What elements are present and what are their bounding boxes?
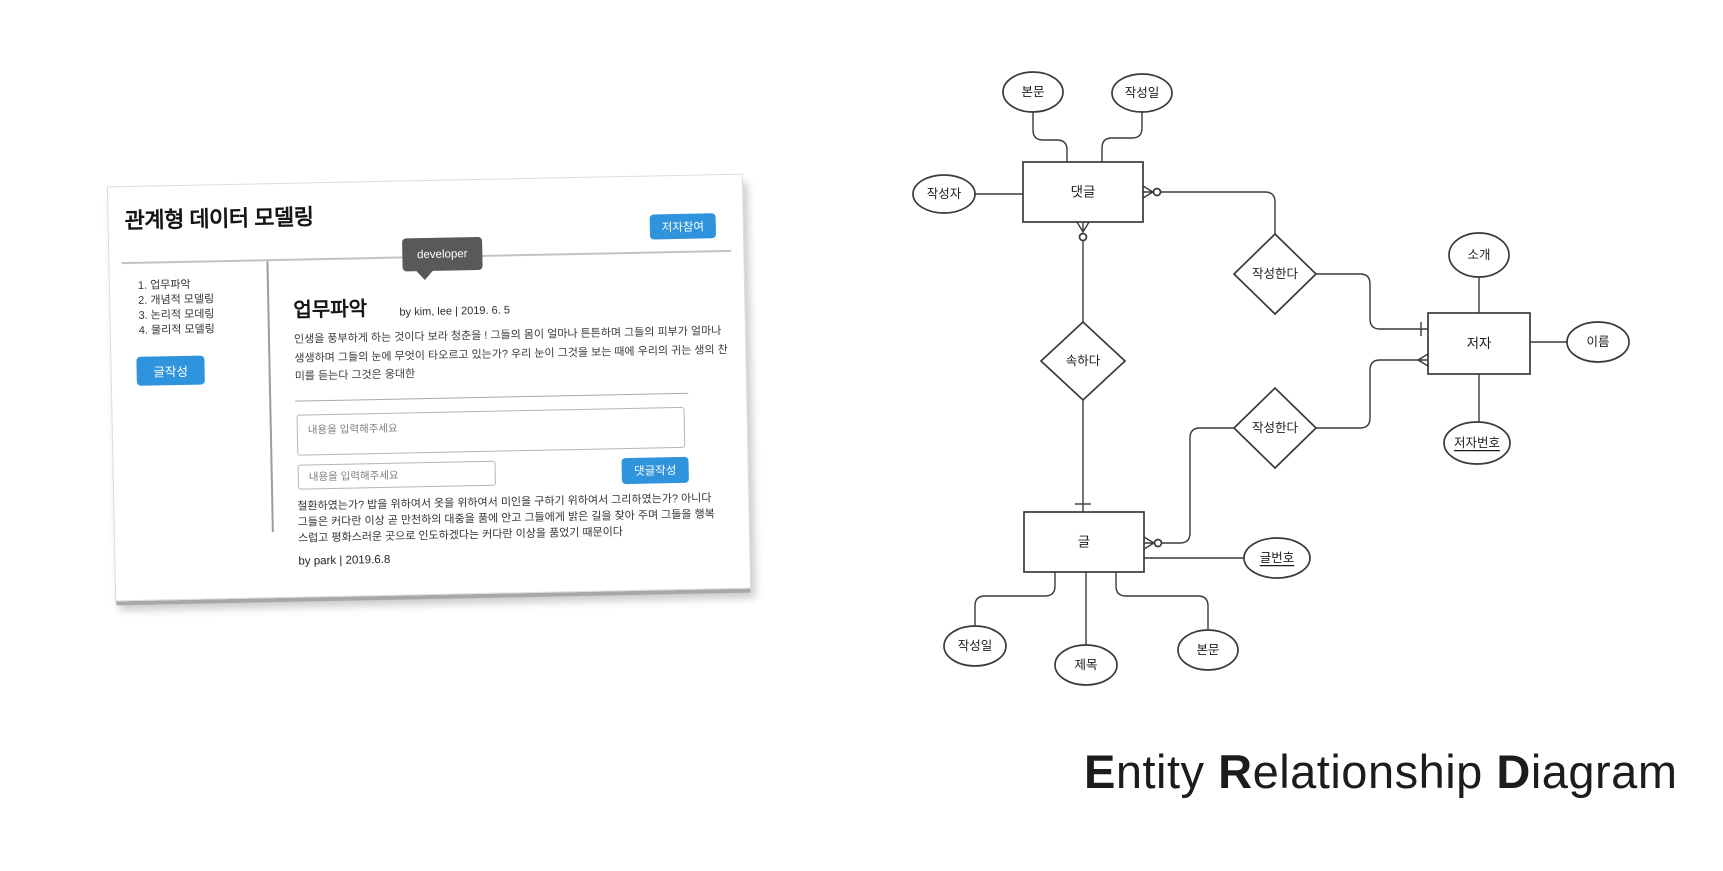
erd-connector [974, 572, 1056, 626]
caption-rest: ntity [1115, 745, 1205, 798]
erd-relationship-label: 속하다 [1066, 354, 1101, 368]
erd-attribute-label: 작성자 [927, 187, 962, 201]
caption-rest: iagram [1530, 745, 1678, 798]
erd-attribute-post-title [1054, 644, 1118, 686]
erd-entity-comment [1022, 161, 1144, 223]
erd-connector [1316, 359, 1418, 429]
erd-circle-marker [1152, 187, 1162, 197]
erd-connector [1161, 191, 1276, 234]
caption-initial: E [1084, 745, 1116, 798]
erd-attribute-label: 작성일 [1125, 86, 1160, 100]
erd-attribute-post-no [1243, 537, 1311, 579]
erd-relationship-belongs-to [1039, 320, 1127, 402]
erd-attribute-label: 소개 [1467, 248, 1490, 262]
erd-entity-author [1427, 312, 1531, 375]
erd-circle-marker [1153, 538, 1163, 548]
erd-cardinality-marker [1076, 221, 1090, 234]
erd-attribute-label: 본문 [1021, 85, 1044, 99]
erd-attribute-label: 이름 [1586, 335, 1609, 349]
erd-attribute-author-intro [1448, 232, 1510, 278]
erd-cardinality-marker [1416, 353, 1429, 367]
caption-title: Entity Relationship Diagram [1084, 744, 1677, 799]
caption-initial: R [1218, 745, 1253, 798]
erd-attribute-label: 제목 [1074, 658, 1097, 672]
erd-relationship-writes-post [1232, 386, 1318, 470]
erd-relationship-label: 작성한다 [1252, 267, 1299, 281]
erd-connector [1115, 572, 1209, 629]
caption-initial: D [1496, 745, 1531, 798]
erd-cardinality-marker [1142, 185, 1155, 199]
erd-connector [1162, 427, 1235, 544]
erd-attribute-label: 저자번호 [1454, 436, 1500, 450]
erd-attribute-comment-writer [912, 174, 976, 214]
erd-attribute-label: 글번호 [1260, 551, 1295, 565]
erd-attribute-author-no [1443, 421, 1511, 465]
erd-connector [1316, 273, 1428, 330]
erd-circle-marker [1078, 232, 1088, 242]
erd-attribute-author-name [1566, 321, 1630, 363]
erd-cardinality-marker [1143, 536, 1156, 550]
erd-relationship-label: 작성한다 [1252, 421, 1299, 435]
caption-rest: elationship [1252, 745, 1483, 798]
erd-relationship-writes-comment [1232, 232, 1318, 316]
erd-entity-label: 글 [1078, 535, 1090, 550]
erd-connector [1101, 112, 1143, 162]
erd-attribute-post-date [943, 625, 1007, 667]
erd-entity-label: 저자 [1467, 336, 1492, 351]
erd-entity-label: 댓글 [1071, 185, 1096, 200]
erd-attribute-label: 본문 [1196, 643, 1219, 657]
erd-connector [1032, 112, 1068, 162]
erd-entity-post [1023, 511, 1145, 573]
erd-attribute-comment-date [1111, 73, 1173, 113]
erd-attribute-comment-body [1002, 71, 1064, 113]
erd-attribute-post-body [1177, 629, 1239, 671]
erd-attribute-label: 작성일 [958, 639, 993, 653]
